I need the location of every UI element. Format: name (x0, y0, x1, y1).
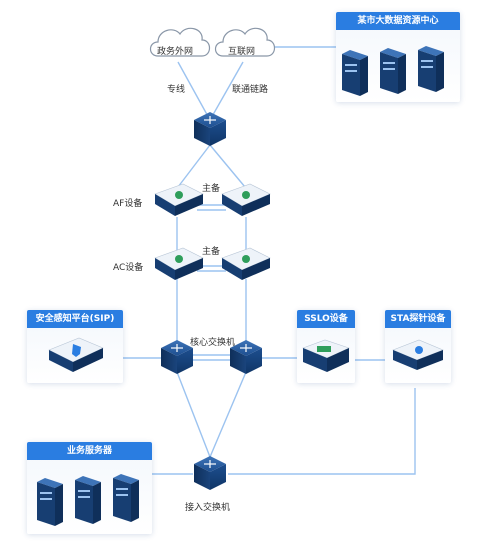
access-switch-label: 接入交换机 (185, 503, 231, 513)
link-internet-to-router (209, 61, 244, 121)
link-router-to-af1 (177, 144, 211, 188)
business-servers-card: 业务服务器 (27, 442, 152, 534)
router-icon (194, 112, 226, 146)
link-gov-to-router (177, 61, 211, 121)
server-rack-icon (342, 46, 444, 96)
sta-card: STA探针设备 (385, 310, 451, 383)
ac-mode-label: 主备 (202, 247, 221, 257)
link-core1-to-access (176, 371, 211, 458)
ac-device-icon-primary (154, 247, 204, 280)
access-switch-icon (194, 456, 226, 490)
cloud-icon-gov (149, 27, 211, 57)
ac-label: AC设备 (113, 263, 144, 273)
core-switch-label: 核心交换机 (190, 338, 236, 348)
sip-device-icon (48, 337, 104, 372)
cloud-label-internet: 互联网 (228, 47, 256, 57)
link-label-dedicated: 专线 (167, 85, 186, 95)
link-router-to-af2 (209, 144, 246, 188)
server-rack-icon (37, 474, 139, 526)
sslo-device-icon (302, 339, 350, 372)
af-device-icon-primary (154, 183, 204, 216)
datacenter-title: 某市大数据资源中心 (336, 12, 460, 30)
link-core2-to-access (209, 371, 247, 458)
sta-device-icon (392, 339, 444, 370)
core-switch-icon-1 (161, 340, 193, 374)
cloud-label-gov: 政务外网 (157, 47, 194, 57)
link-sta-to-access (228, 388, 416, 475)
business-title: 业务服务器 (27, 442, 152, 460)
connection-lines (123, 46, 416, 475)
sip-title: 安全感知平台(SIP) (27, 310, 123, 328)
af-label: AF设备 (113, 199, 143, 209)
datacenter-card: 某市大数据资源中心 (336, 12, 460, 102)
sip-card: 安全感知平台(SIP) (27, 310, 123, 383)
cloud-icon-internet (214, 27, 276, 57)
af-mode-label: 主备 (202, 184, 221, 194)
sta-title: STA探针设备 (385, 310, 451, 328)
ac-device-icon-backup (221, 247, 271, 280)
af-device-icon-backup (221, 183, 271, 216)
link-label-internet: 联通链路 (232, 85, 269, 95)
core-switch-icon-2 (230, 340, 262, 374)
sslo-title: SSLO设备 (297, 310, 355, 328)
sslo-card: SSLO设备 (297, 310, 355, 383)
